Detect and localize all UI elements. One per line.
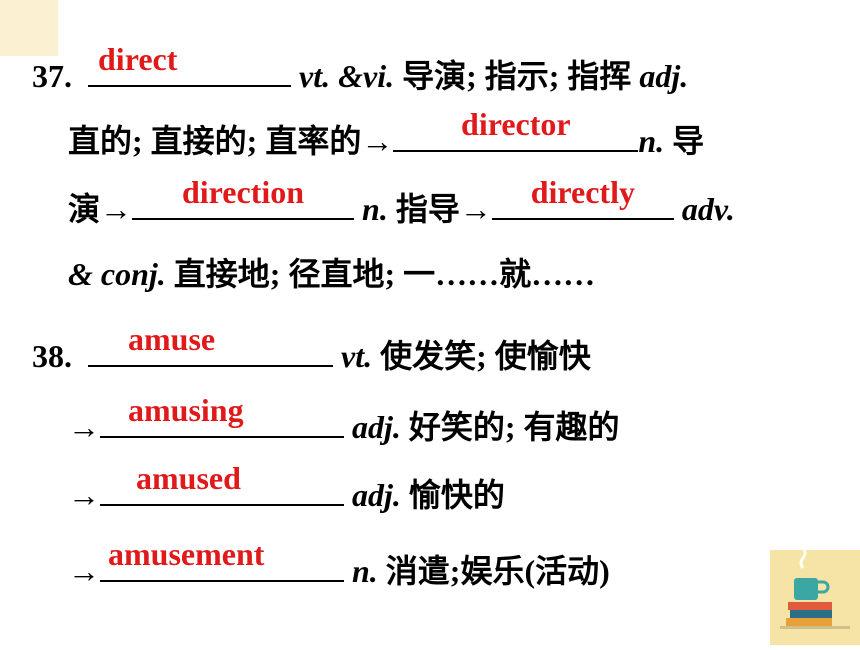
answer-text: direction [181,174,305,210]
answer-text: direct [98,41,178,77]
corner-decoration-top [0,0,58,56]
part-of-speech: n. [352,553,378,589]
entry-number: 38. [32,338,72,374]
entry-38-line-2: → amusing adj. 好笑的; 有趣的 [68,392,620,447]
answer-blank[interactable]: amusement [100,536,344,582]
definition: 愉快的 [408,477,505,513]
definition: 演→ [68,191,133,227]
entry-38-line-4: →amusement n. 消遣;娱乐(活动) [68,536,610,591]
answer-blank[interactable]: amused [100,460,344,506]
answer-blank[interactable]: directly [491,174,674,220]
entry-37-line-2: 直的; 直接的; 直率的→ director n. 导 [68,106,705,161]
answer-blank[interactable]: amuse [88,321,333,367]
definition: 直接地; 径直地; 一……就…… [173,256,596,292]
definition: 好笑的; 有趣的 [408,409,620,445]
entry-38-line-1: 38. amuse vt. 使发笑; 使愉快 [32,321,591,376]
definition: 使发笑; 使愉快 [380,338,591,374]
part-of-speech: adj. [352,409,401,445]
answer-text: director [461,106,571,142]
arrow: → [68,409,100,445]
part-of-speech: adj. [352,477,401,513]
answer-text: amuse [128,321,216,357]
entry-number: 37. [32,58,72,94]
part-of-speech: adv. [681,191,735,227]
definition: 消遣;娱乐(活动) [385,553,610,589]
answer-text: directly [530,174,635,210]
corner-decoration-bottom [770,547,860,645]
arrow: → [68,477,100,513]
answer-text: amused [136,460,241,496]
part-of-speech: vt. &vi. [299,58,395,94]
part-of-speech: adj. [639,58,689,94]
coffee-books-icon [780,547,850,629]
arrow: → [68,553,100,589]
answer-blank[interactable]: direct [88,41,291,87]
answer-blank[interactable]: amusing [100,392,344,438]
entry-37-line-4: & conj. 直接地; 径直地; 一……就…… [68,254,595,294]
entry-38-line-3: → amused adj. 愉快的 [68,460,505,515]
definition: 直的; 直接的; 直率的→ [68,123,394,159]
part-of-speech: & conj. [68,256,166,292]
definition: 导 [672,123,705,159]
entry-37-line-3: 演→ direction n. 指导→ directly adv. [68,174,735,229]
definition: 指导→ [395,191,492,227]
part-of-speech: n. [362,191,388,227]
answer-text: amusement [108,536,265,572]
definition: 导演; 指示; 指挥 [402,58,632,94]
answer-blank[interactable]: director [393,106,639,152]
entry-37-line-1: 37. direct vt. &vi. 导演; 指示; 指挥 adj. [32,41,689,96]
answer-text: amusing [128,392,244,428]
part-of-speech: n. [638,123,665,159]
part-of-speech: vt. [341,338,373,374]
answer-blank[interactable]: direction [132,174,355,220]
